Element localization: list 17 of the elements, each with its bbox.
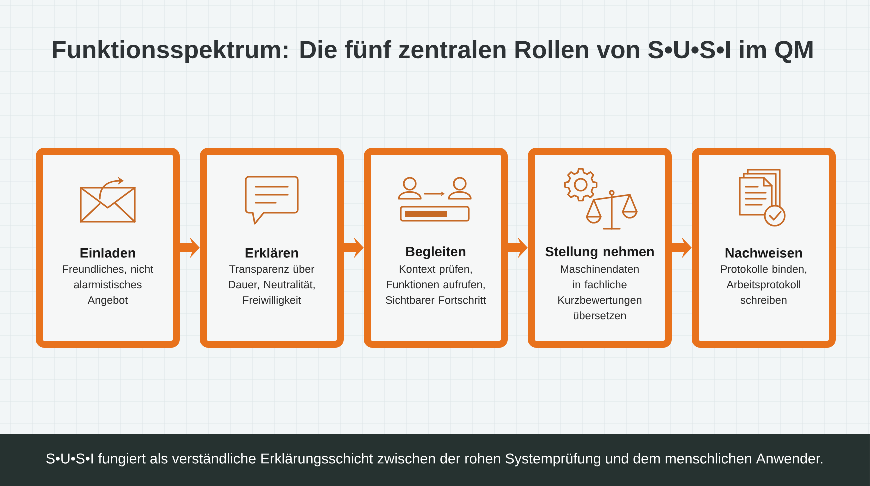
- box-heading: Einladen: [80, 248, 136, 258]
- box-heading: Stellung nehmen: [546, 246, 654, 260]
- process-box: [364, 148, 508, 348]
- box-heading: Nachweisen: [726, 248, 802, 258]
- process-box: [36, 148, 180, 348]
- process-box: [200, 148, 344, 348]
- title: Funktionsspektrum: Die fünf zentralen Rollen von S•U•S•I im QM: [53, 40, 813, 64]
- box-text: Freundliches, nicht alarmistisches Angebot: [63, 265, 154, 306]
- box-heading: Begleiten: [406, 246, 466, 260]
- caption-bar: S•U•S•I fungiert als verständliche Erklärungsschicht zwischen der rohen Systemprüfung und dem menschlichen Anwender.: [0, 434, 870, 486]
- box-heading: Erklären: [246, 248, 298, 258]
- box-text: Protokolle binden, Arbeitsprotokoll schreiben: [721, 265, 807, 304]
- box-text: Kontext prüfen, Funktionen aufrufen, Sichtbarer Fortschritt: [386, 265, 486, 304]
- process-box: [692, 148, 836, 348]
- box-text: Maschinendaten in fachliche Kurzbewertungen übersetzen: [558, 265, 642, 320]
- process-box: [528, 148, 672, 348]
- box-text: Transparenz über Dauer, Neutralität, Freiwilligkeit: [229, 265, 315, 306]
